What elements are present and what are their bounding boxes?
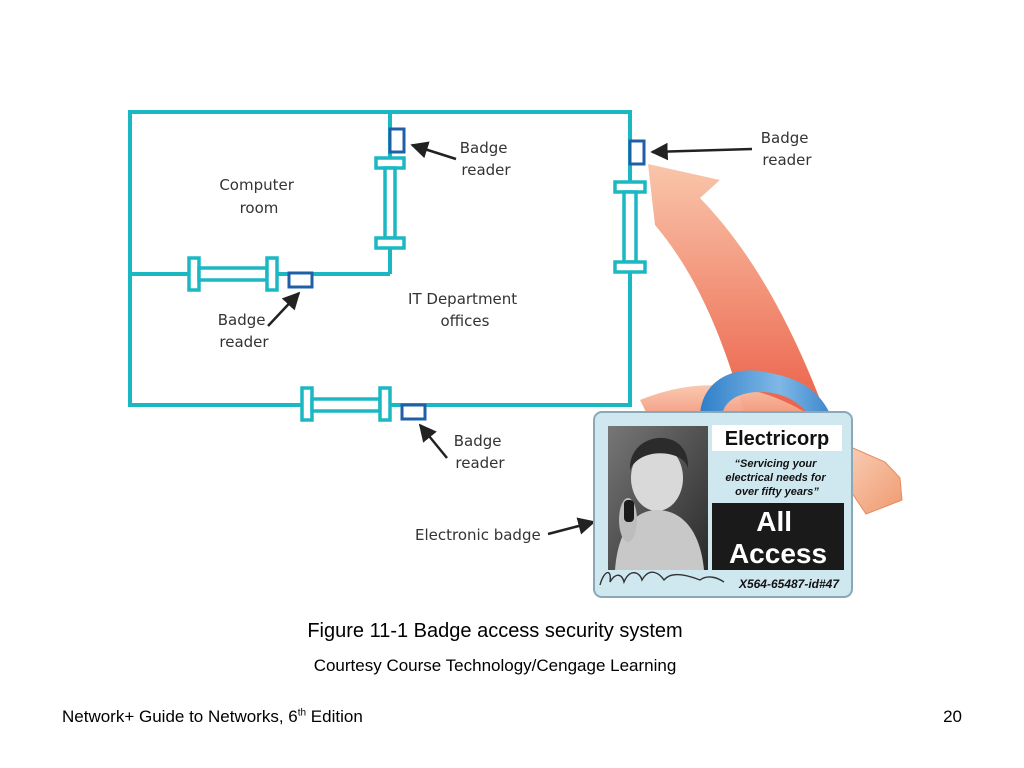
footer-edition-suffix: th [297, 707, 307, 719]
badge-reader-3 [287, 271, 314, 289]
badge-id-number: X564-65487-id#47 [738, 577, 840, 591]
it-offices-label: IT Department offices [408, 290, 522, 330]
badge-reader-1 [388, 127, 406, 154]
pointer-arrow-2 [650, 142, 753, 161]
pointer-arrow-3 [267, 291, 301, 327]
footer-title-text: Network+ Guide to Networks, 6 [62, 707, 298, 726]
badge-access-block [712, 503, 844, 570]
badge-signature [599, 571, 725, 586]
badge-reader-2 [628, 139, 646, 166]
badge-slogan: “Servicing your electrical needs for ove… [725, 458, 828, 498]
badge-company-name: Electricorp [725, 428, 829, 450]
figure-credit: Courtesy Course Technology/Cengage Learn… [313, 656, 677, 675]
doors [187, 156, 647, 422]
floor-plan [128, 110, 632, 407]
door-computer-room-south [187, 256, 279, 292]
computer-room-label: Computer room [219, 176, 298, 217]
badge-access-text: All Access [729, 506, 827, 569]
pointer-arrow-1 [410, 141, 457, 161]
electronic-badge: Electricorp “Servicing your electrical n… [593, 370, 853, 598]
badge-readers [287, 127, 646, 421]
badge-reader-label-1: Badge reader [460, 139, 513, 179]
door-computer-room-east [374, 156, 406, 250]
pointer-arrows [267, 141, 753, 536]
door-right-wall [613, 180, 647, 274]
badge-reader-label-4: Badge reader [454, 432, 507, 472]
page-number: 20 [943, 707, 962, 726]
badge-lanyard [700, 370, 832, 418]
footer-edition-word: Edition [306, 707, 363, 726]
badge-reader-label-3: Badge reader [218, 311, 271, 351]
badge-reader-label-2: Badge reader [761, 129, 814, 169]
building-outline [128, 110, 632, 407]
pointer-arrow-5 [547, 517, 596, 536]
pointer-arrow-4 [418, 423, 448, 459]
badge-reader-4 [400, 403, 427, 421]
electronic-badge-label: Electronic badge [415, 526, 541, 544]
footer-book-title: Network+ Guide to Networks, 6th Edition [62, 707, 363, 727]
badge-photo [608, 426, 708, 570]
figure-caption: Figure 11-1 Badge access security system [307, 620, 683, 642]
door-bottom-wall [300, 386, 392, 422]
